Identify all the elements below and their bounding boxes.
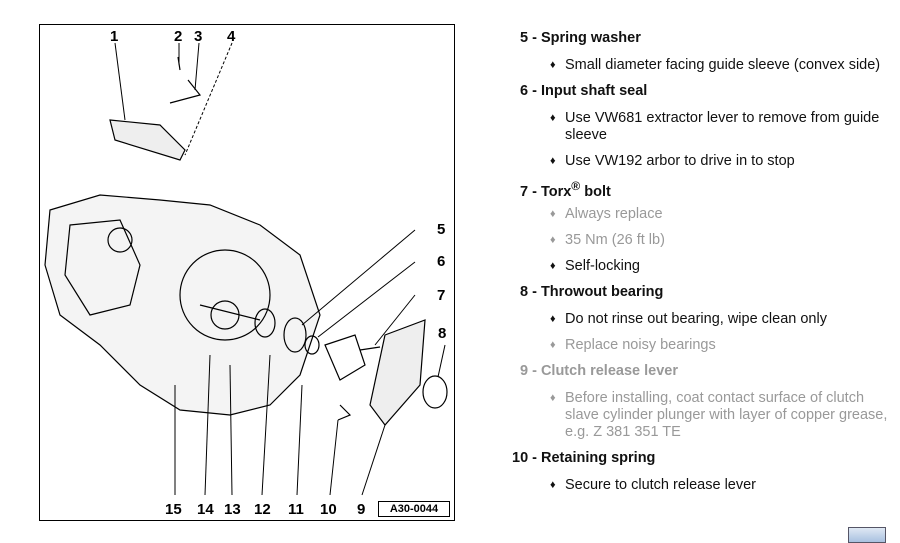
figure-id: A30-0044 — [378, 501, 450, 517]
diamond-bullet-icon: ♦ — [550, 479, 556, 491]
bullet: ♦Small diameter facing guide sleeve (con… — [550, 57, 881, 73]
callout-15: 15 — [165, 501, 182, 518]
item-heading: 7 - Torx® bolt — [520, 179, 611, 200]
bullet: ♦35 Nm (26 ft lb) — [550, 232, 665, 248]
callout-6: 6 — [437, 253, 446, 270]
callout-14: 14 — [197, 501, 214, 518]
callout-7: 7 — [437, 287, 446, 304]
exploded-diagram: 1 2 3 4 5 6 7 8 15 14 13 12 11 10 9 A30-… — [39, 24, 455, 521]
item-heading: 6 - Input shaft seal — [520, 83, 648, 99]
callout-9: 9 — [357, 501, 366, 518]
diamond-bullet-icon: ♦ — [550, 313, 556, 325]
callout-4: 4 — [227, 28, 236, 45]
diamond-bullet-icon: ♦ — [550, 155, 556, 167]
diamond-bullet-icon: ♦ — [550, 234, 556, 246]
diamond-bullet-icon: ♦ — [550, 392, 556, 404]
bullet: ♦Do not rinse out bearing, wipe clean on… — [550, 311, 827, 327]
callout-13: 13 — [224, 501, 241, 518]
bullet: ♦Replace noisy bearings — [550, 337, 716, 353]
callout-2: 2 — [174, 28, 183, 45]
callout-8: 8 — [438, 325, 447, 342]
item-heading: 9 - Clutch release lever — [520, 363, 678, 379]
callout-10: 10 — [320, 501, 337, 518]
callout-5: 5 — [437, 221, 446, 238]
callout-12: 12 — [254, 501, 271, 518]
diamond-bullet-icon: ♦ — [550, 59, 556, 71]
window-button[interactable] — [848, 527, 886, 543]
callout-1: 1 — [110, 28, 119, 45]
bullet: ♦Secure to clutch release lever — [550, 477, 757, 493]
bullet: ♦Use VW681 extractor lever to remove fro… — [550, 110, 880, 143]
bullet: ♦Always replace — [550, 206, 663, 222]
diamond-bullet-icon: ♦ — [550, 339, 556, 351]
bullet: ♦Self-locking — [550, 258, 640, 274]
item-heading: 8 - Throwout bearing — [520, 284, 664, 300]
item-heading: 5 - Spring washer — [520, 30, 641, 46]
callout-3: 3 — [194, 28, 203, 45]
diamond-bullet-icon: ♦ — [550, 260, 556, 272]
bullet: ♦Use VW192 arbor to drive in to stop — [550, 153, 795, 169]
diamond-bullet-icon: ♦ — [550, 208, 556, 220]
diamond-bullet-icon: ♦ — [550, 112, 556, 124]
bullet: ♦Before installing, coat contact surface… — [550, 390, 888, 440]
callout-11: 11 — [288, 501, 304, 518]
transmission-drawing — [44, 42, 448, 496]
parts-list: 5 - Spring washer ♦Small diameter facing… — [512, 30, 890, 503]
item-heading: 10 - Retaining spring — [512, 450, 656, 466]
